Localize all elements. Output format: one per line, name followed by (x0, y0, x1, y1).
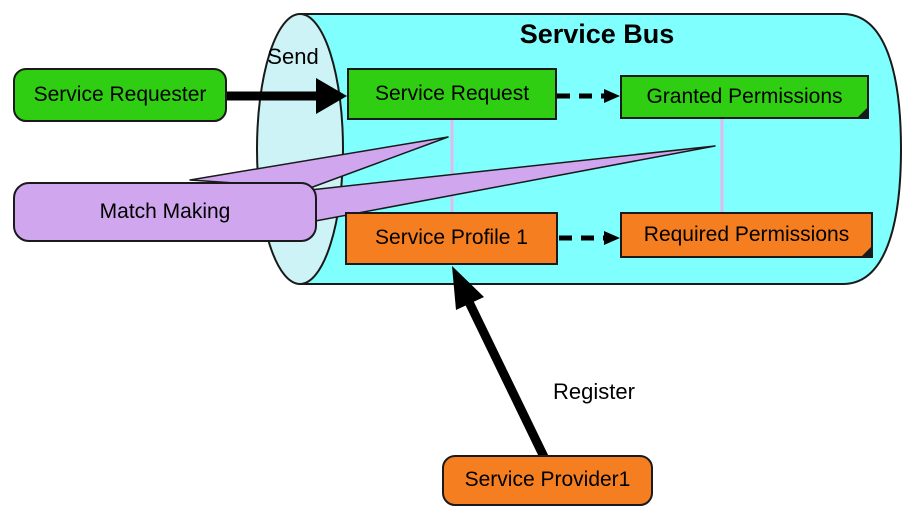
node-service-provider-1-label: Service Provider1 (464, 468, 631, 492)
folded-corner (856, 106, 869, 119)
node-granted-permissions-label: Granted Permissions (646, 84, 843, 108)
node-required-permissions-label: Required Permissions (643, 222, 850, 246)
register-edge-label: Register (553, 379, 635, 404)
dashed-arrow-request-to-granted-head (604, 89, 620, 103)
service-bus-title: Service Bus (519, 19, 675, 49)
node-service-request-label: Service Request (374, 81, 530, 105)
node-required-permissions: Required Permissions (620, 212, 873, 258)
node-service-request: Service Request (347, 68, 557, 120)
node-service-profile-1: Service Profile 1 (345, 212, 558, 265)
node-service-profile-1-label: Service Profile 1 (375, 226, 528, 250)
node-service-requester: Service Requester (13, 68, 227, 122)
send-arrow-head (316, 78, 347, 114)
send-edge-label: Send (267, 44, 319, 69)
dashed-arrow-profile-to-required-head (604, 231, 620, 245)
node-granted-permissions: Granted Permissions (620, 75, 869, 119)
node-service-requester-label: Service Requester (33, 82, 207, 106)
node-match-making: Match Making (13, 182, 317, 242)
register-arrow-head (452, 266, 484, 310)
register-arrow-shaft (463, 298, 550, 461)
node-service-provider-1: Service Provider1 (442, 455, 653, 506)
folded-corner (860, 245, 873, 258)
node-match-making-label: Match Making (99, 199, 231, 223)
